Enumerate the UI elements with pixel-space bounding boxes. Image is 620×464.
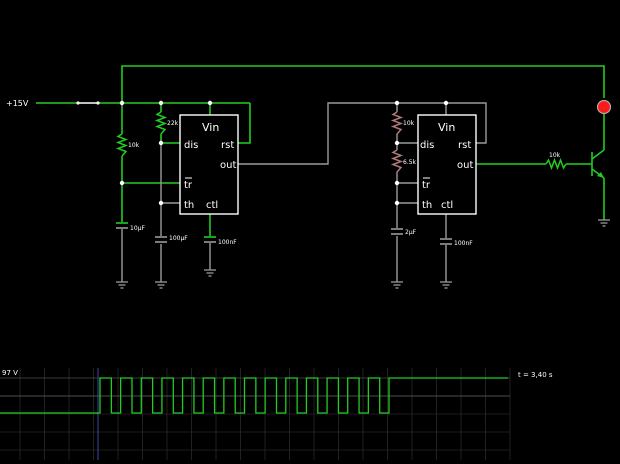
capacitor-100nF-left[interactable]: 100nF [204,236,237,246]
scope-trace [0,377,508,414]
capacitor-2uF[interactable]: 2µF [391,228,417,236]
capacitor-100uF[interactable]: 100µF [155,235,188,243]
resistor-10k-right-top[interactable]: 10k [390,111,415,135]
timer-ic-right[interactable]: Vin dis rst out tr th ctl [417,114,477,215]
ground-icon [204,269,216,277]
pin-ctl: ctl [206,200,218,211]
pin-tr: tr [422,180,431,191]
resistor-label: 10k [549,152,561,159]
scope-time-label: t = 3,40 s [518,371,553,379]
pin-tr: tr [184,180,193,191]
capacitor-label: 100µF [169,235,188,242]
capacitor-10uF[interactable]: 10µF [116,222,145,232]
wires-low [121,102,487,282]
capacitor-100nF-right[interactable]: 100nF [440,238,473,247]
scope-grid [0,368,511,460]
pin-dis: dis [420,140,434,151]
pin-vin: Vin [438,121,455,134]
pin-th: th [184,200,194,211]
capacitor-label: 2µF [405,229,417,236]
pin-rst: rst [221,140,234,151]
pin-out: out [220,160,236,171]
led-indicator[interactable] [596,99,612,115]
scope-voltage-label: 97 V [2,369,18,377]
junction-dots [119,100,449,206]
ground-icon [440,281,452,289]
pin-dis: dis [184,140,198,151]
oscilloscope-panel[interactable]: 97 V t = 3,40 s [0,368,553,460]
ground-icon [391,281,403,289]
pin-rst: rst [458,140,471,151]
pin-ctl: ctl [441,200,453,211]
resistor-label: 10k [128,142,140,149]
capacitor-label: 10µF [130,225,145,232]
pin-vin: Vin [202,121,219,134]
resistor-22k[interactable]: 22k [154,111,179,135]
resistor-10k-left[interactable]: 10k [115,133,140,157]
input-switch[interactable] [76,101,100,105]
capacitor-label: 100nF [218,239,237,246]
ground-symbols [116,219,610,289]
ground-icon [155,281,167,289]
resistor-label: 6.5k [403,159,417,166]
pin-th: th [422,200,432,211]
resistor-label: 10k [403,120,415,127]
ground-icon [598,219,610,227]
resistor-10k-base[interactable]: 10k [545,152,567,171]
npn-transistor[interactable] [591,143,605,179]
source-label: +15V [6,99,29,108]
resistor-6-5k[interactable]: 6.5k [390,149,417,173]
capacitor-label: 100nF [454,240,473,247]
led-icon [596,99,612,115]
timer-ic-left[interactable]: Vin dis rst out tr th ctl [179,114,239,215]
resistor-label: 22k [167,120,179,127]
pin-out: out [457,160,473,171]
ground-icon [116,281,128,289]
wires-high [36,65,605,236]
